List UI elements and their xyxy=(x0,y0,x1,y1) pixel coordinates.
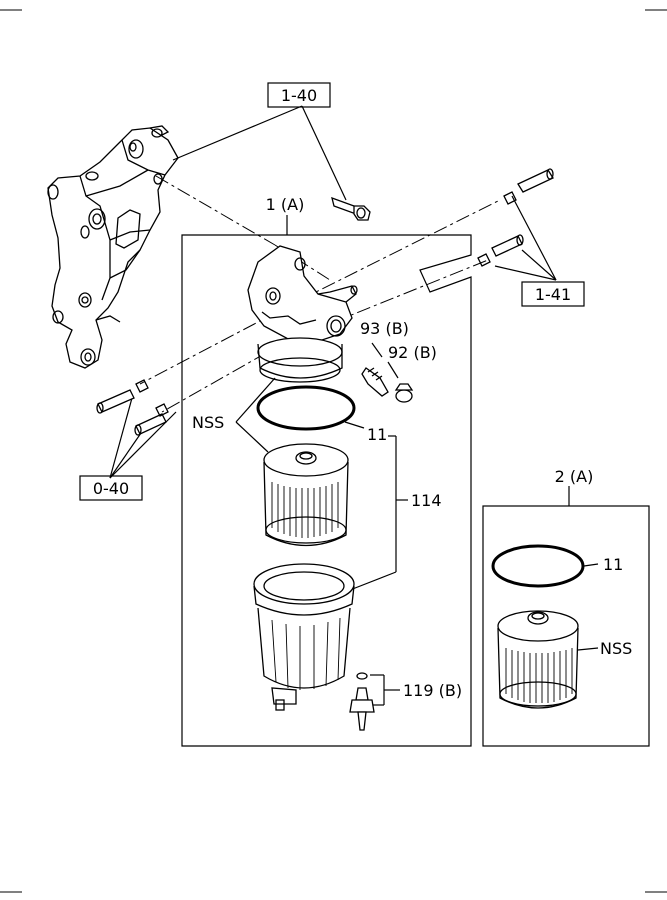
fitting-93 xyxy=(361,367,389,397)
pipe-clips-right xyxy=(477,168,554,267)
pipe-clips-left xyxy=(96,379,169,436)
part-label-nss-main: NSS xyxy=(192,413,224,432)
crop-marks xyxy=(0,9,667,893)
part-label-nss-kit: NSS xyxy=(600,639,632,658)
engine-bracket xyxy=(47,125,179,369)
o-ring-main xyxy=(256,385,356,431)
ref-label-1-41[interactable]: 1-41 xyxy=(535,285,571,304)
part-label-93: 93 (B) xyxy=(360,319,409,338)
part-label-114: 114 xyxy=(411,491,442,510)
o-ring-kit xyxy=(491,544,585,588)
ref-label-1-40[interactable]: 1-40 xyxy=(281,86,317,105)
drain-plug-119 xyxy=(349,672,375,731)
assembly-label-2: 2 (A) xyxy=(555,467,594,486)
filter-element-main xyxy=(263,443,349,547)
part-label-92: 92 (B) xyxy=(388,343,437,362)
assembly-label-1: 1 (A) xyxy=(266,195,305,214)
assembly-frame-main xyxy=(181,234,472,747)
ref-box-1-40 xyxy=(267,82,331,108)
part-label-11-kit: 11 xyxy=(603,555,623,574)
ref-label-0-40[interactable]: 0-40 xyxy=(93,479,129,498)
part-label-11-main: 11 xyxy=(367,425,387,444)
filter-case xyxy=(253,563,355,711)
plug-92 xyxy=(394,383,414,403)
mounting-bolt xyxy=(331,196,371,221)
part-label-119: 119 (B) xyxy=(403,681,462,700)
filter-head xyxy=(247,245,358,383)
ref-box-0-40 xyxy=(79,475,143,501)
assembly-frame-kit xyxy=(482,505,650,747)
filter-element-kit xyxy=(497,610,579,709)
ref-box-1-41 xyxy=(521,281,585,307)
